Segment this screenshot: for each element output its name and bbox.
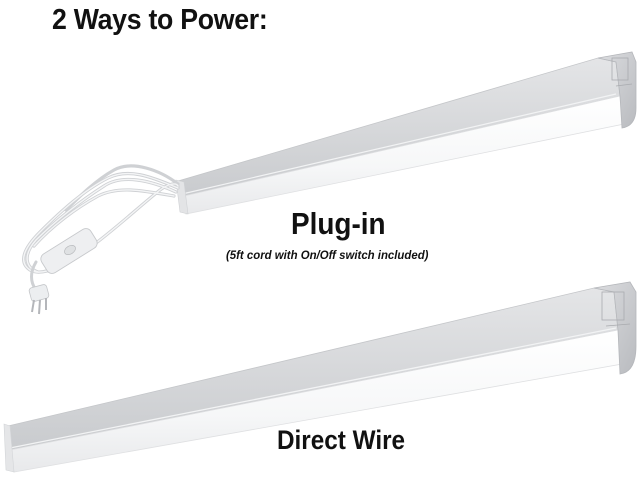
plug-in-title: Plug-in bbox=[291, 206, 386, 241]
three-prong-plug bbox=[28, 284, 50, 315]
direct-wire-title: Direct Wire bbox=[277, 425, 406, 455]
inline-switch bbox=[40, 228, 98, 274]
page-title: 2 Ways to Power: bbox=[52, 4, 268, 36]
end-cap-right-lower bbox=[593, 281, 637, 375]
direct-wire-fixture bbox=[3, 281, 637, 473]
power-cord bbox=[22, 164, 180, 292]
plug-in-fixture bbox=[175, 51, 637, 215]
plug-in-subtitle: (5ft cord with On/Off switch included) bbox=[226, 248, 429, 262]
end-cap-right-upper bbox=[597, 51, 637, 129]
